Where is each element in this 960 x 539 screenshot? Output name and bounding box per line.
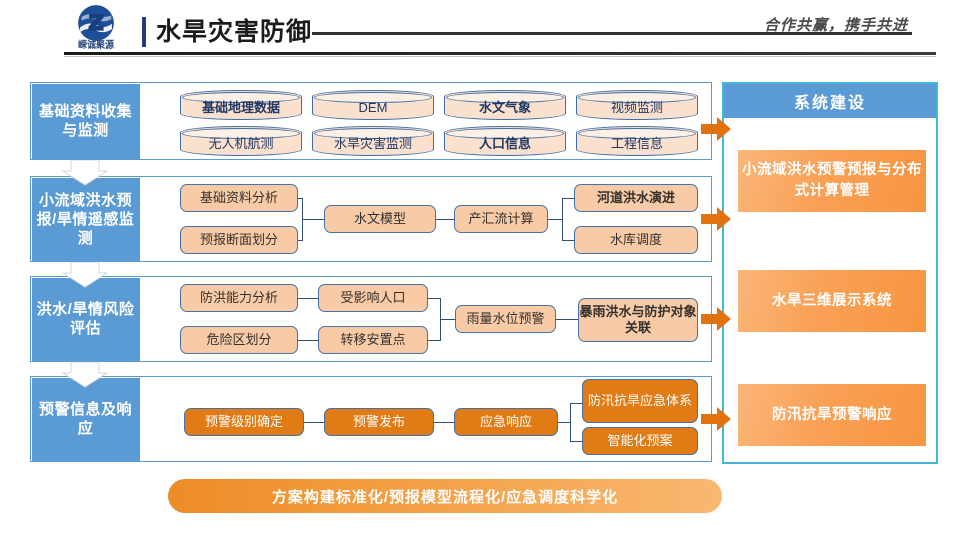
node-runoff-calculation[interactable]: 产汇流计算: [454, 205, 548, 233]
stage-label-2: 小流域洪水预报/旱情遥感监测: [31, 177, 140, 261]
node-intelligent-preplan[interactable]: 智能化预案: [582, 427, 698, 455]
stage-down-arrow-1-icon: [62, 160, 108, 186]
bottom-banner: 方案构建标准化/预报模型流程化/应急调度科学化: [168, 479, 722, 513]
connector: [440, 319, 455, 320]
connector: [548, 219, 562, 220]
row4-to-panel-arrow-icon: [701, 407, 731, 431]
node-dem[interactable]: DEM: [312, 90, 434, 120]
connector: [302, 219, 324, 220]
stage-label-3: 洪水/旱情风险评估: [31, 277, 140, 361]
connector: [298, 298, 318, 299]
connector: [294, 198, 303, 199]
sys-card-flood-drought-warning-response[interactable]: 防汛抗旱预警响应: [738, 384, 926, 446]
node-video-monitoring[interactable]: 视频监测: [576, 90, 698, 120]
system-construction-panel: 系统建设 小流域洪水预警预报与分布式计算管理 水旱三维展示系统 防汛抗旱预警响应: [722, 82, 938, 464]
stage-label-1: 基础资料收集与监测: [31, 83, 140, 159]
title-rule: [312, 32, 912, 35]
connector: [562, 198, 574, 199]
node-rain-waterlevel-warning[interactable]: 雨量水位预警: [455, 305, 556, 333]
header-divider-secondary: [64, 56, 936, 57]
node-flood-drought-emergency-system[interactable]: 防汛抗旱应急体系: [582, 379, 698, 423]
page-title: 水旱灾害防御: [156, 18, 313, 46]
connector: [436, 219, 454, 220]
node-storm-flood-protection-link[interactable]: 暴雨洪水与防护对象关联: [578, 298, 698, 342]
title-accent-bar: [142, 17, 146, 47]
node-hydrological-model[interactable]: 水文模型: [324, 205, 436, 233]
sys-card-small-watershed-flood-warning[interactable]: 小流域洪水预警预报与分布式计算管理: [738, 150, 926, 212]
connector: [428, 340, 441, 341]
row1-to-panel-arrow-icon: [701, 117, 731, 141]
company-logo: 嵘诚聚源: [48, 4, 144, 56]
panel-title: 系统建设: [724, 84, 936, 118]
logo-wordmark: 嵘诚聚源: [77, 40, 114, 52]
node-river-flood-routing[interactable]: 河道洪水演进: [574, 184, 698, 212]
stage-down-arrow-2-icon: [62, 262, 108, 288]
node-hydro-meteorology[interactable]: 水文气象: [444, 90, 566, 120]
connector: [570, 403, 582, 404]
node-flood-drought-monitoring[interactable]: 水旱灾害监测: [312, 126, 434, 156]
slide-header: 嵘诚聚源 水旱灾害防御 合作共赢，携手共进: [0, 0, 960, 58]
node-base-geo-data[interactable]: 基础地理数据: [180, 90, 302, 120]
node-reservoir-dispatch[interactable]: 水库调度: [574, 226, 698, 254]
connector: [558, 422, 571, 423]
node-hazard-zoning[interactable]: 危险区划分: [180, 326, 298, 354]
connector: [556, 319, 578, 320]
header-divider: [64, 52, 936, 55]
node-warning-level-determination[interactable]: 预警级别确定: [184, 408, 304, 436]
node-population-info[interactable]: 人口信息: [444, 126, 566, 156]
connector: [294, 240, 303, 241]
row2-to-panel-arrow-icon: [701, 207, 731, 231]
connector: [562, 240, 574, 241]
node-basic-data-analysis[interactable]: 基础资料分析: [180, 184, 298, 212]
node-flood-control-capacity[interactable]: 防洪能力分析: [180, 284, 298, 312]
node-uav-survey[interactable]: 无人机航测: [180, 126, 302, 156]
node-affected-population[interactable]: 受影响人口: [318, 284, 428, 312]
node-emergency-response[interactable]: 应急响应: [454, 408, 558, 436]
logo-emblem-icon: [78, 5, 114, 41]
connector: [298, 340, 318, 341]
stage-down-arrow-3-icon: [62, 362, 108, 388]
connector: [434, 422, 454, 423]
row3-to-panel-arrow-icon: [701, 307, 731, 331]
connector: [428, 298, 441, 299]
node-relocation-site[interactable]: 转移安置点: [318, 326, 428, 354]
node-forecast-section-division[interactable]: 预报断面划分: [180, 226, 298, 254]
node-engineering-info[interactable]: 工程信息: [576, 126, 698, 156]
connector: [562, 198, 563, 240]
stage-label-4: 预警信息及响应: [31, 377, 140, 461]
sys-card-3d-display-system[interactable]: 水旱三维展示系统: [738, 270, 926, 332]
connector: [570, 441, 582, 442]
node-warning-release[interactable]: 预警发布: [324, 408, 434, 436]
header-slogan: 合作共赢，携手共进: [763, 17, 908, 34]
connector: [304, 422, 324, 423]
